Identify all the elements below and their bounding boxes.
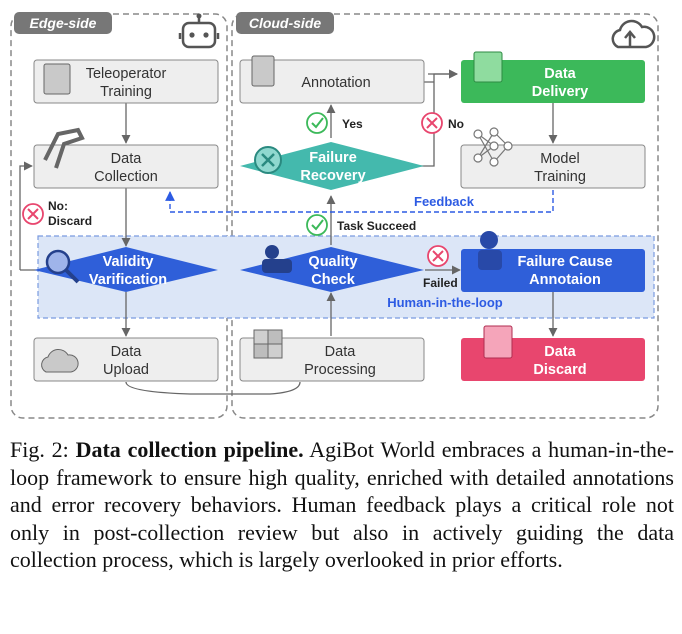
failure-recovery-node: Failure Recovery xyxy=(240,142,424,190)
svg-text:Upload: Upload xyxy=(103,362,149,378)
validity-varification-node: Validity Varification xyxy=(34,247,218,292)
svg-text:Data: Data xyxy=(544,344,576,360)
no-discard-label: Discard xyxy=(48,214,92,228)
figure-caption: Fig. 2: Data collection pipeline. AgiBot… xyxy=(10,436,674,574)
caption-prefix: Fig. 2: xyxy=(10,437,76,462)
cloud-side-frame xyxy=(231,13,659,419)
edge-side-frame xyxy=(10,13,228,419)
failure-cause-annotation-node: Failure Cause Annotaion xyxy=(461,231,645,292)
svg-text:Annotation: Annotation xyxy=(301,75,370,91)
data-delivery-node: Data Delivery xyxy=(461,51,645,103)
svg-text:Processing: Processing xyxy=(304,362,376,378)
task-succeed-label: Task Succeed xyxy=(337,219,416,233)
svg-text:Quality: Quality xyxy=(308,254,357,270)
svg-text:Discard: Discard xyxy=(533,362,586,378)
svg-text:Training: Training xyxy=(534,169,586,185)
data-discard-node: Data Discard xyxy=(461,325,645,381)
teleoperator-training-node: Teleoperator Training xyxy=(33,59,219,104)
data-upload-node: Data Upload xyxy=(33,337,219,382)
cloud-side-tab xyxy=(236,12,334,34)
svg-text:Varification: Varification xyxy=(89,272,167,288)
model-training-node: Model Training xyxy=(460,127,646,189)
cross-icon xyxy=(421,112,443,134)
svg-text:Teleoperator: Teleoperator xyxy=(86,66,167,82)
cross-icon xyxy=(427,245,449,267)
svg-text:Delivery: Delivery xyxy=(532,84,588,100)
failed-label: Failed xyxy=(423,276,458,290)
caption-body: AgiBot World embraces a human-in-the-loo… xyxy=(10,437,674,572)
no-discard-label: No: xyxy=(48,199,68,213)
annotation-node: Annotation xyxy=(239,55,425,104)
svg-text:Recovery: Recovery xyxy=(300,168,365,184)
check-icon xyxy=(306,112,328,134)
svg-text:Model: Model xyxy=(540,151,580,167)
edge-side-tab xyxy=(14,12,112,34)
edge-side-label: Edge-side xyxy=(30,15,97,31)
cloud-upload-icon xyxy=(611,19,656,49)
svg-text:Validity: Validity xyxy=(103,254,154,270)
svg-text:Check: Check xyxy=(311,272,355,288)
svg-text:Failure: Failure xyxy=(309,150,357,166)
svg-text:Data: Data xyxy=(544,66,576,82)
data-collection-node: Data Collection xyxy=(33,127,219,189)
feedback-edge xyxy=(165,190,554,213)
svg-text:Annotaion: Annotaion xyxy=(529,272,601,288)
yes-label: Yes xyxy=(342,117,363,131)
caption-title: Data collection pipeline. xyxy=(75,437,304,462)
svg-text:Collection: Collection xyxy=(94,169,158,185)
no-label: No xyxy=(448,117,464,131)
svg-text:Failure Cause: Failure Cause xyxy=(517,254,612,270)
human-in-the-loop-label: Human-in-the-loop xyxy=(387,295,503,310)
pipeline-diagram: Edge-side Cloud-side Human-in-the-loop xyxy=(10,12,659,419)
robot-icon xyxy=(178,13,220,49)
svg-text:Data: Data xyxy=(325,344,357,360)
feedback-label: Feedback xyxy=(414,194,475,209)
check-icon xyxy=(306,214,328,236)
cross-icon xyxy=(22,203,44,225)
quality-check-node: Quality Check xyxy=(240,245,424,292)
svg-text:Data: Data xyxy=(111,344,143,360)
cloud-side-label: Cloud-side xyxy=(249,15,322,31)
svg-text:Data: Data xyxy=(111,151,143,167)
svg-text:Training: Training xyxy=(100,84,152,100)
data-processing-node: Data Processing xyxy=(239,329,425,382)
